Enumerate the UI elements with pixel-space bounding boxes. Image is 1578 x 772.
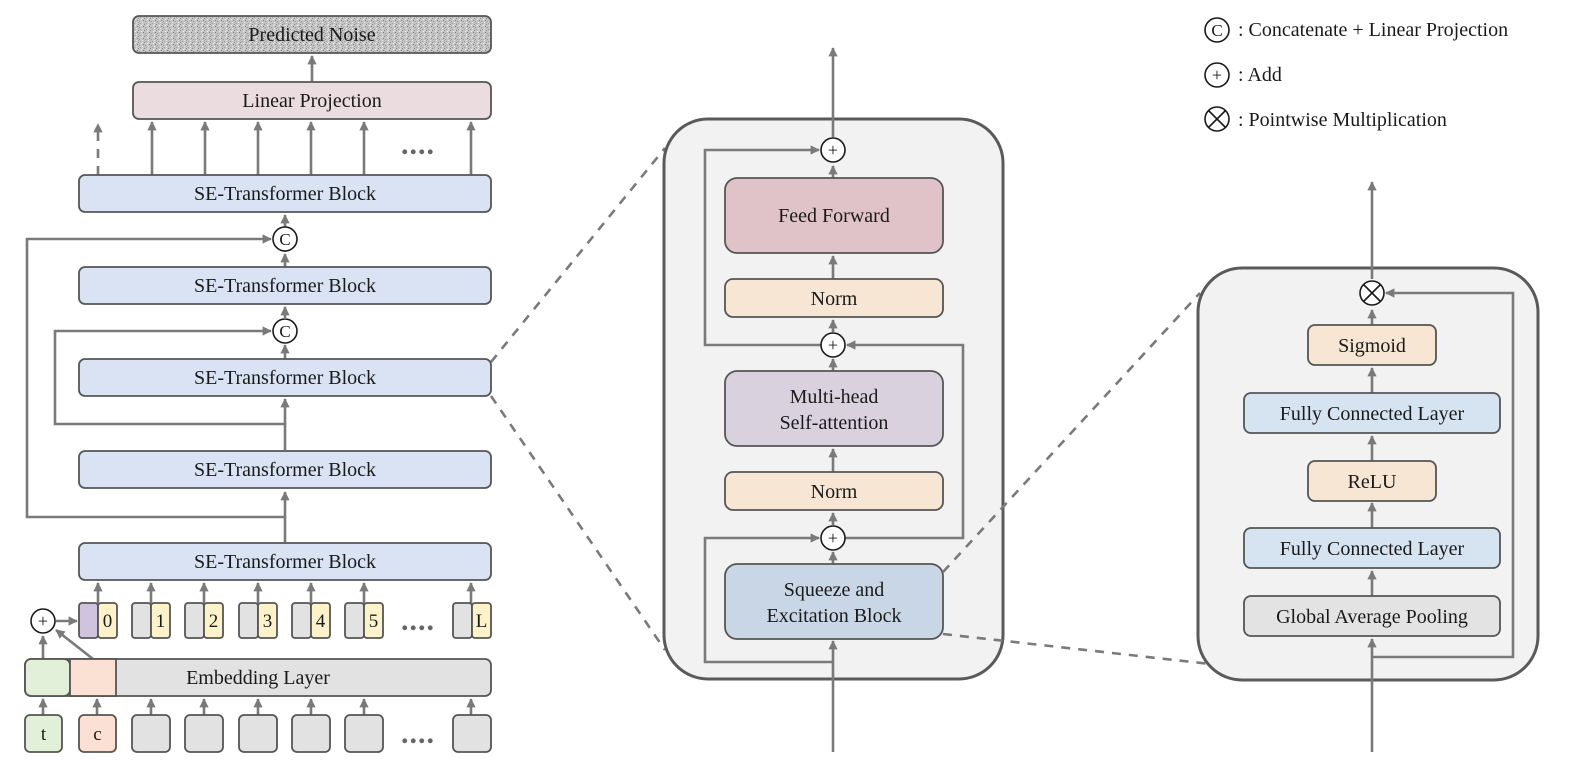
- multiply-op: [1359, 280, 1385, 306]
- add-symbol-attention: +: [828, 335, 838, 355]
- legend-add-symbol: +: [1212, 65, 1222, 85]
- zoom-line-se-bottom: [942, 632, 1211, 666]
- add-op-se: +: [820, 525, 846, 551]
- token-3: 3: [238, 602, 278, 639]
- se-transformer-block-1: SE-Transformer Block: [78, 542, 492, 581]
- token-0-label: 0: [103, 611, 113, 632]
- legend-concat-symbol: C: [1211, 21, 1222, 40]
- se-block-5-label: SE-Transformer Block: [194, 183, 376, 205]
- concat-op-top: C: [272, 226, 298, 252]
- left-architecture: Predicted Noise Linear Projection .... S…: [24, 15, 492, 753]
- token-L: L: [452, 602, 492, 639]
- ellipsis-inputs: ....: [401, 717, 435, 750]
- token-3-label: 3: [263, 611, 273, 632]
- input-token-4: [291, 714, 331, 753]
- predicted-noise-box: Predicted Noise: [132, 15, 492, 54]
- feed-forward-block: Feed Forward: [724, 177, 944, 254]
- input-token-3: [238, 714, 278, 753]
- embedding-layer: Embedding Layer: [24, 658, 492, 697]
- token-1-label: 1: [156, 611, 166, 632]
- sigmoid-block: Sigmoid: [1307, 324, 1437, 366]
- mhsa-label-line2: Self-attention: [780, 412, 889, 434]
- fc-layer-top: Fully Connected Layer: [1243, 392, 1501, 434]
- relu-label: ReLU: [1348, 471, 1397, 493]
- se-transformer-detail: + + + Feed Forward Norm Multi-head Self-…: [662, 47, 1005, 752]
- sigmoid-label: Sigmoid: [1338, 335, 1406, 357]
- add-op-ffn: +: [820, 137, 846, 163]
- se-label-line1: Squeeze and: [784, 579, 885, 601]
- zoom-line-top: [489, 147, 667, 363]
- se-block-3-label: SE-Transformer Block: [194, 367, 376, 389]
- multi-head-self-attention-block: Multi-head Self-attention: [724, 370, 944, 447]
- fc-bottom-label: Fully Connected Layer: [1280, 538, 1465, 560]
- input-token-2: [184, 714, 224, 753]
- se-block-2-label: SE-Transformer Block: [194, 459, 376, 481]
- concat-symbol-middle: C: [279, 322, 290, 341]
- token-1: 1: [131, 602, 171, 639]
- token-5: 5: [344, 602, 384, 639]
- input-c-label: c: [93, 724, 101, 745]
- zoom-line-se-top: [942, 292, 1201, 573]
- legend-mult-text: : Pointwise Multiplication: [1238, 109, 1447, 131]
- legend-mult: : Pointwise Multiplication: [1204, 106, 1447, 132]
- squeeze-excitation-block: Squeeze and Excitation Block: [724, 563, 944, 640]
- token-0: 0: [78, 602, 118, 639]
- input-t-label: t: [41, 724, 47, 745]
- se-transformer-block-2: SE-Transformer Block: [78, 450, 492, 489]
- se-transformer-block-5: SE-Transformer Block: [78, 174, 492, 213]
- concat-op-middle: C: [272, 318, 298, 344]
- se-block-1-label: SE-Transformer Block: [194, 551, 376, 573]
- legend-concat-text: : Concatenate + Linear Projection: [1238, 19, 1508, 41]
- norm-block-upper: Norm: [724, 278, 944, 318]
- legend-add: + : Add: [1204, 62, 1282, 88]
- linear-projection-box: Linear Projection: [132, 81, 492, 120]
- zoom-line-bottom: [489, 395, 667, 651]
- ellipsis-top: ....: [401, 128, 435, 161]
- concat-symbol-top: C: [279, 230, 290, 249]
- se-transformer-block-3: SE-Transformer Block: [78, 358, 492, 397]
- input-c: c: [78, 714, 117, 753]
- legend: C : Concatenate + Linear Projection + : …: [1204, 17, 1508, 132]
- token-4-label: 4: [316, 611, 326, 632]
- add-symbol-ffn: +: [828, 140, 838, 160]
- fc-top-label: Fully Connected Layer: [1280, 403, 1465, 425]
- token-5-label: 5: [369, 611, 379, 632]
- token-2-label: 2: [209, 611, 219, 632]
- token-L-label: L: [476, 611, 488, 632]
- se-block-4-label: SE-Transformer Block: [194, 275, 376, 297]
- feed-forward-label: Feed Forward: [778, 205, 890, 227]
- input-token-5: [344, 714, 384, 753]
- add-op-attention: +: [820, 332, 846, 358]
- mhsa-label-line1: Multi-head: [790, 386, 879, 408]
- predicted-noise-label: Predicted Noise: [248, 24, 375, 46]
- add-symbol-left: +: [38, 611, 48, 631]
- input-t: t: [24, 714, 63, 753]
- legend-add-text: : Add: [1238, 64, 1282, 86]
- relu-block: ReLU: [1307, 460, 1437, 502]
- norm-block-lower: Norm: [724, 471, 944, 511]
- se-block-detail: Sigmoid Fully Connected Layer ReLU Fully…: [1196, 181, 1540, 752]
- embedding-layer-label: Embedding Layer: [186, 667, 330, 689]
- add-op-left: +: [30, 608, 56, 634]
- se-label-line2: Excitation Block: [767, 605, 902, 627]
- linear-projection-label: Linear Projection: [242, 90, 381, 112]
- legend-concat: C : Concatenate + Linear Projection: [1204, 17, 1508, 43]
- input-token-1: [131, 714, 171, 753]
- add-symbol-se: +: [828, 528, 838, 548]
- fc-layer-bottom: Fully Connected Layer: [1243, 527, 1501, 569]
- ellipsis-tokens: ....: [401, 604, 435, 637]
- global-average-pooling-block: Global Average Pooling: [1243, 595, 1501, 637]
- norm-lower-label: Norm: [811, 481, 858, 503]
- token-2: 2: [184, 602, 224, 639]
- gap-label: Global Average Pooling: [1276, 606, 1468, 628]
- token-4: 4: [291, 602, 331, 639]
- norm-upper-label: Norm: [811, 288, 858, 310]
- se-transformer-block-4: SE-Transformer Block: [78, 266, 492, 305]
- input-token-L: [452, 714, 492, 753]
